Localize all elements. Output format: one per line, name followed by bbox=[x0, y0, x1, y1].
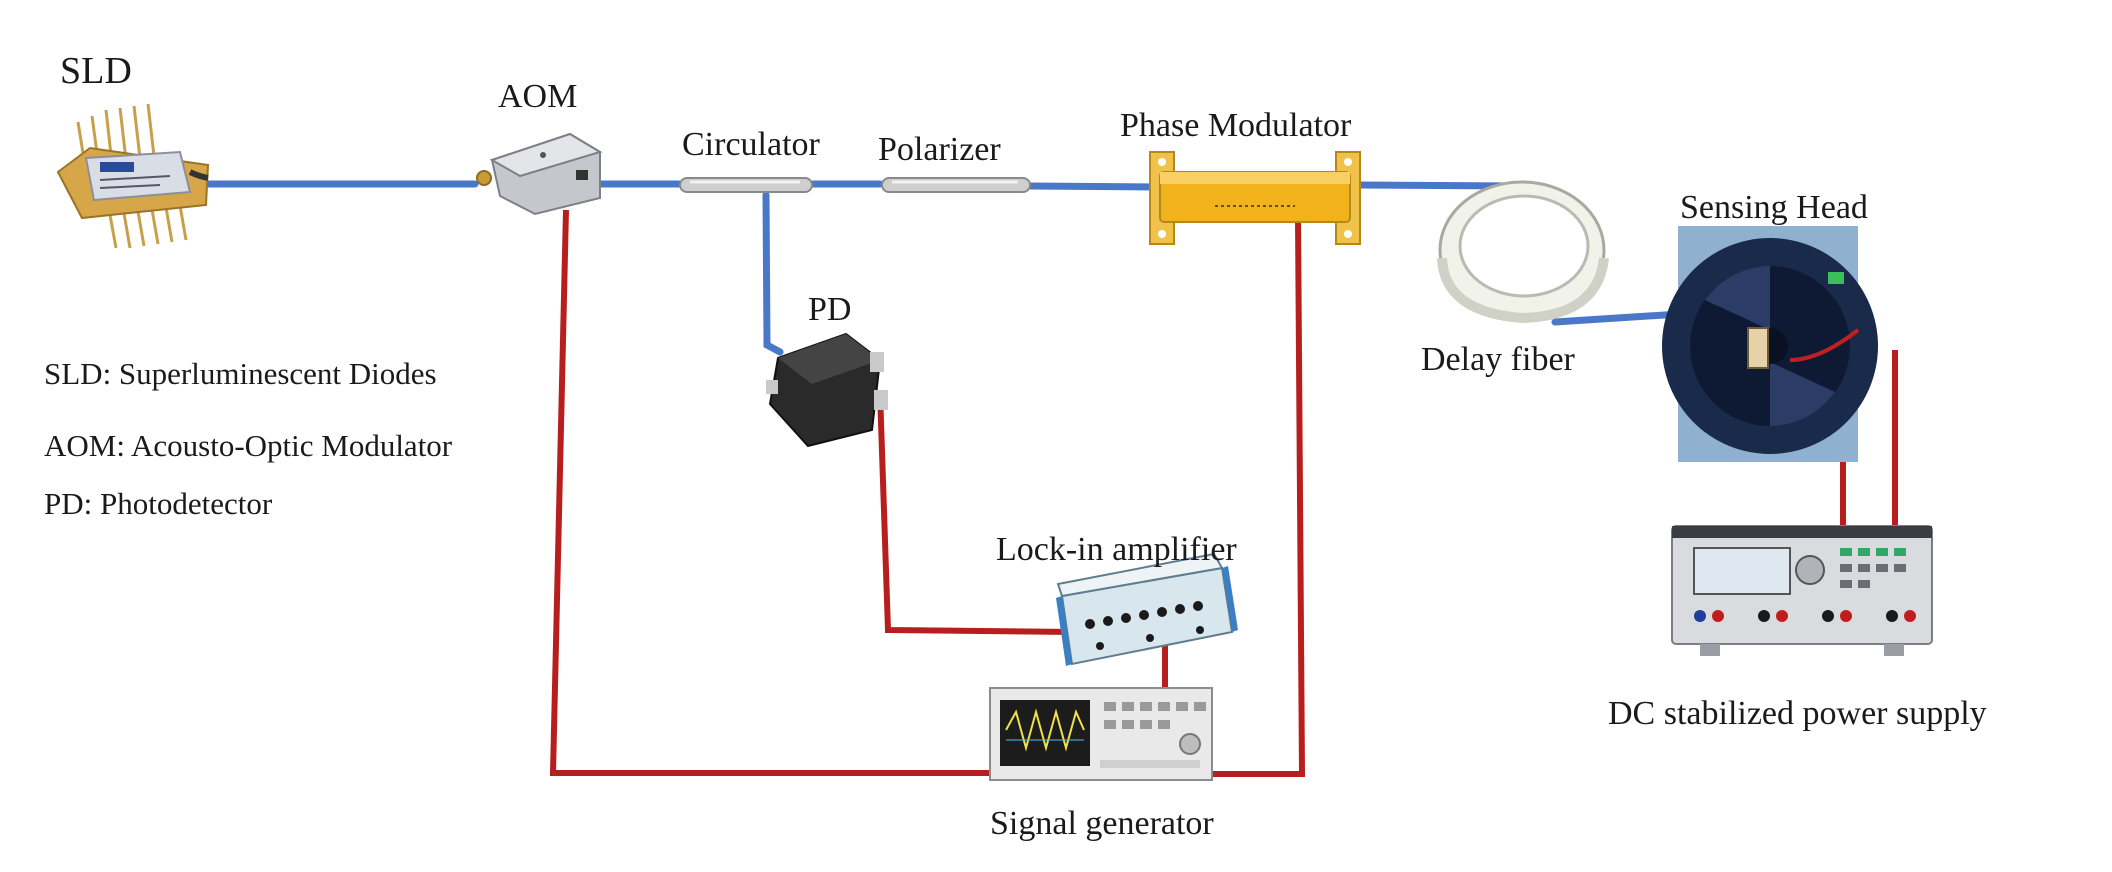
polarizer-label: Polarizer bbox=[878, 131, 1001, 168]
sld-device bbox=[56, 103, 210, 249]
dc-power-supply-label: DC stabilized power supply bbox=[1608, 695, 1987, 732]
circulator-device bbox=[679, 177, 813, 193]
sensing-head-label: Sensing Head bbox=[1680, 189, 1868, 226]
delay-fiber-label: Delay fiber bbox=[1421, 341, 1576, 378]
legend-item: PD: Photodetector bbox=[44, 486, 273, 521]
sld-label: SLD bbox=[60, 50, 132, 92]
photodetector-device bbox=[766, 332, 888, 448]
signal-generator-device bbox=[989, 687, 1213, 781]
legend-item: SLD: Superluminescent Diodes bbox=[44, 356, 437, 391]
signal-generator-label: Signal generator bbox=[990, 805, 1214, 842]
phase-modulator-label: Phase Modulator bbox=[1120, 107, 1352, 144]
phase-modulator-device bbox=[1149, 151, 1361, 245]
aom-label: AOM bbox=[498, 78, 577, 115]
delay-fiber-coil bbox=[1437, 180, 1609, 324]
polarizer-device bbox=[881, 177, 1031, 193]
dc-power-supply-device bbox=[1671, 525, 1933, 656]
aom-device bbox=[476, 132, 603, 216]
legend: SLD: Superluminescent Diodes AOM: Acoust… bbox=[44, 356, 453, 521]
legend-item: AOM: Acousto-Optic Modulator bbox=[44, 428, 453, 463]
lock-in-amplifier-label: Lock-in amplifier bbox=[996, 531, 1237, 568]
sensing-head-device bbox=[1662, 226, 1878, 462]
lock-in-amplifier-device bbox=[1056, 552, 1238, 666]
pd-label: PD bbox=[808, 291, 851, 328]
circulator-label: Circulator bbox=[682, 126, 821, 163]
